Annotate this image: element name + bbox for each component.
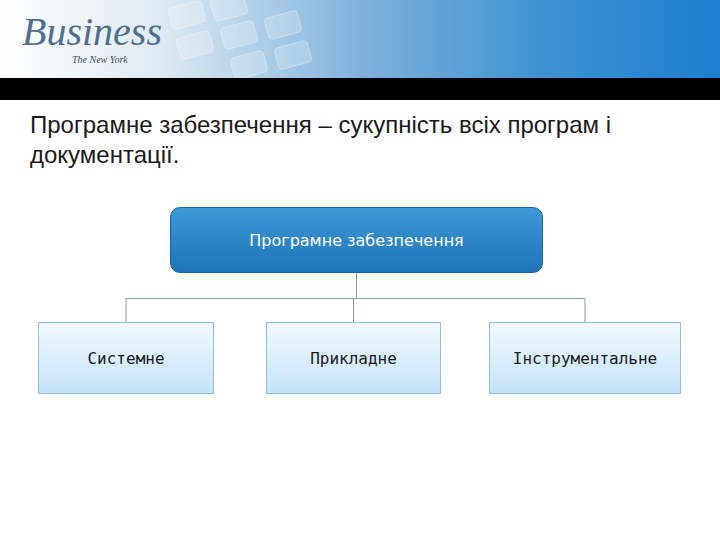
category-box: Інструментальне [489, 322, 681, 394]
banner-ground [0, 0, 720, 78]
logo-text: The New York [72, 54, 128, 65]
category-box: Прикладне [266, 322, 441, 394]
slide-title: Програмне забезпечення – сукупність всіх… [30, 110, 620, 170]
tree-connector [357, 273, 586, 322]
root-box: Програмне забезпечення [170, 207, 543, 273]
black-bar [0, 78, 720, 100]
calculator-keys [168, 0, 313, 80]
box-label: Прикладне [310, 349, 397, 368]
box-label: Інструментальне [513, 349, 658, 368]
box-label: Програмне забезпечення [249, 231, 463, 250]
box-label: Системне [87, 349, 164, 368]
category-box: Системне [38, 322, 214, 394]
logo-text: Business [22, 8, 162, 55]
tree-connector [126, 273, 357, 322]
